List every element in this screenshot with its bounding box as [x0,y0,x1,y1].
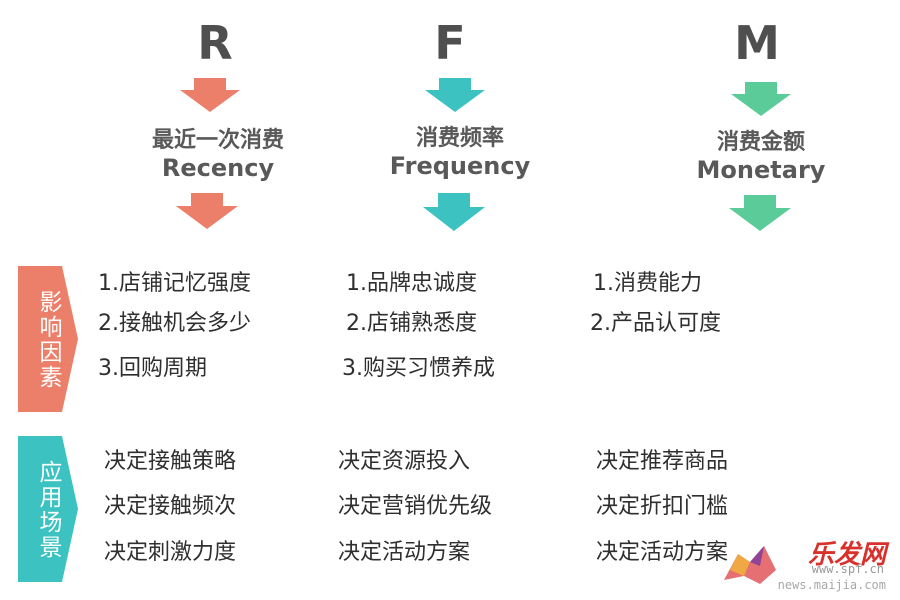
watermark-url: news.maijia.com [777,578,886,592]
application-item: 决定活动方案 [338,540,471,565]
application-item: 决定资源投入 [338,449,471,474]
arrow-down-icon [176,193,238,229]
watermark: 乐发网 www.spf.cn news.maijia.com [720,534,890,596]
watermark-brand: 乐发网 [807,540,886,570]
factor-item: 1.店铺记忆强度 [98,271,251,296]
arrow-down-icon [731,82,791,116]
watermark-logo-icon [724,546,776,584]
metric-name-cn: 消费金额 [716,130,805,155]
application-item: 决定刺激力度 [104,540,237,565]
metric-name-en: Monetary [696,156,826,184]
column-letter-f: F [434,16,466,70]
factors-tab: 影响因素 [18,266,80,412]
metric-name-en: Recency [161,154,275,182]
factor-item: 2.店铺熟悉度 [346,311,477,336]
application-item: 决定推荐商品 [596,449,729,474]
metric-name-cn: 消费频率 [415,126,504,151]
application-item: 决定接触策略 [104,449,237,474]
factor-item: 1.品牌忠诚度 [346,271,477,296]
arrow-down-icon [423,193,485,231]
metric-name-en: Frequency [389,152,531,180]
factor-item: 1.消费能力 [593,271,702,296]
metric-name-cn: 最近一次消费 [151,128,284,153]
arrow-down-icon [729,195,791,231]
arrow-down-icon [425,78,485,112]
factor-item: 2.接触机会多少 [98,311,251,336]
column-letter-r: R [197,16,233,70]
factor-item: 3.购买习惯养成 [342,356,495,381]
application-item: 决定活动方案 [596,540,729,565]
column-letter-m: M [734,16,780,70]
application-item: 决定营销优先级 [338,494,493,519]
application-item: 决定接触频次 [104,494,237,519]
factor-item: 3.回购周期 [98,356,207,381]
watermark-url: www.spf.cn [811,562,884,576]
application-item: 决定折扣门槛 [596,494,729,519]
applications-tab-label: 应用场景 [35,460,61,560]
applications-tab: 应用场景 [18,436,80,582]
factors-tab-label: 影响因素 [35,290,61,390]
applications-tab-shape [18,436,78,582]
factors-tab-shape [18,266,78,412]
arrow-down-icon [180,78,240,112]
factor-item: 2.产品认可度 [590,311,721,336]
